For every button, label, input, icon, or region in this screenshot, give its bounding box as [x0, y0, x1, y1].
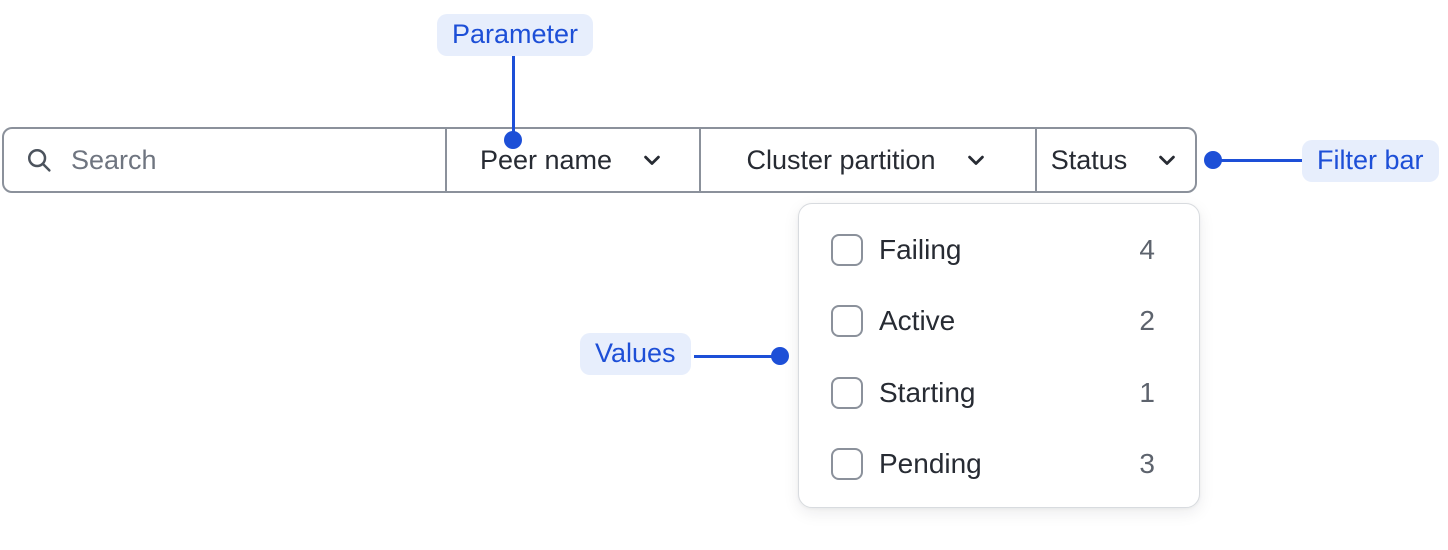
status-dropdown-menu: Failing 4 Active 2 Starting 1 Pending 3: [798, 203, 1200, 508]
values-annotation-badge: Values: [580, 333, 691, 375]
menu-item-count: 1: [1139, 376, 1155, 408]
menu-item-starting[interactable]: Starting 1: [799, 357, 1199, 429]
menu-item-failing[interactable]: Failing 4: [799, 214, 1199, 286]
menu-item-active[interactable]: Active 2: [799, 286, 1199, 358]
parameter-connector-dot: [504, 131, 522, 149]
menu-item-count: 2: [1139, 305, 1155, 337]
values-connector-dot: [771, 347, 789, 365]
parameter-connector-line: [512, 54, 515, 134]
menu-item-pending[interactable]: Pending 3: [799, 429, 1199, 501]
status-dropdown-label: Status: [1050, 144, 1128, 175]
cluster-partition-dropdown-label: Cluster partition: [746, 144, 936, 175]
menu-item-label: Failing: [879, 233, 962, 265]
search-icon: [27, 148, 51, 172]
search-input[interactable]: [71, 144, 425, 176]
search-box[interactable]: [4, 129, 445, 191]
starting-checkbox[interactable]: [831, 376, 863, 409]
filter-bar-connector-line: [1212, 159, 1302, 162]
values-connector-line: [694, 355, 774, 358]
menu-item-count: 3: [1139, 448, 1155, 480]
menu-item-label: Pending: [879, 448, 982, 480]
peer-name-dropdown[interactable]: Peer name: [445, 129, 699, 191]
status-dropdown[interactable]: Status: [1035, 129, 1195, 191]
filter-bar: Peer name Cluster partition Status: [2, 127, 1197, 193]
active-checkbox[interactable]: [831, 305, 863, 338]
failing-checkbox[interactable]: [831, 233, 863, 266]
chevron-down-icon: [967, 155, 984, 165]
menu-item-label: Active: [879, 305, 956, 337]
cluster-partition-dropdown[interactable]: Cluster partition: [699, 129, 1035, 191]
parameter-annotation-badge: Parameter: [437, 14, 594, 56]
peer-name-dropdown-label: Peer name: [479, 144, 613, 175]
filter-bar-connector-dot: [1204, 151, 1222, 169]
menu-item-label: Starting: [879, 376, 976, 408]
filter-bar-annotation-badge: Filter bar: [1302, 140, 1439, 182]
menu-item-count: 4: [1139, 233, 1155, 265]
chevron-down-icon: [644, 155, 660, 165]
pending-checkbox[interactable]: [831, 448, 863, 481]
chevron-down-icon: [1159, 155, 1176, 165]
